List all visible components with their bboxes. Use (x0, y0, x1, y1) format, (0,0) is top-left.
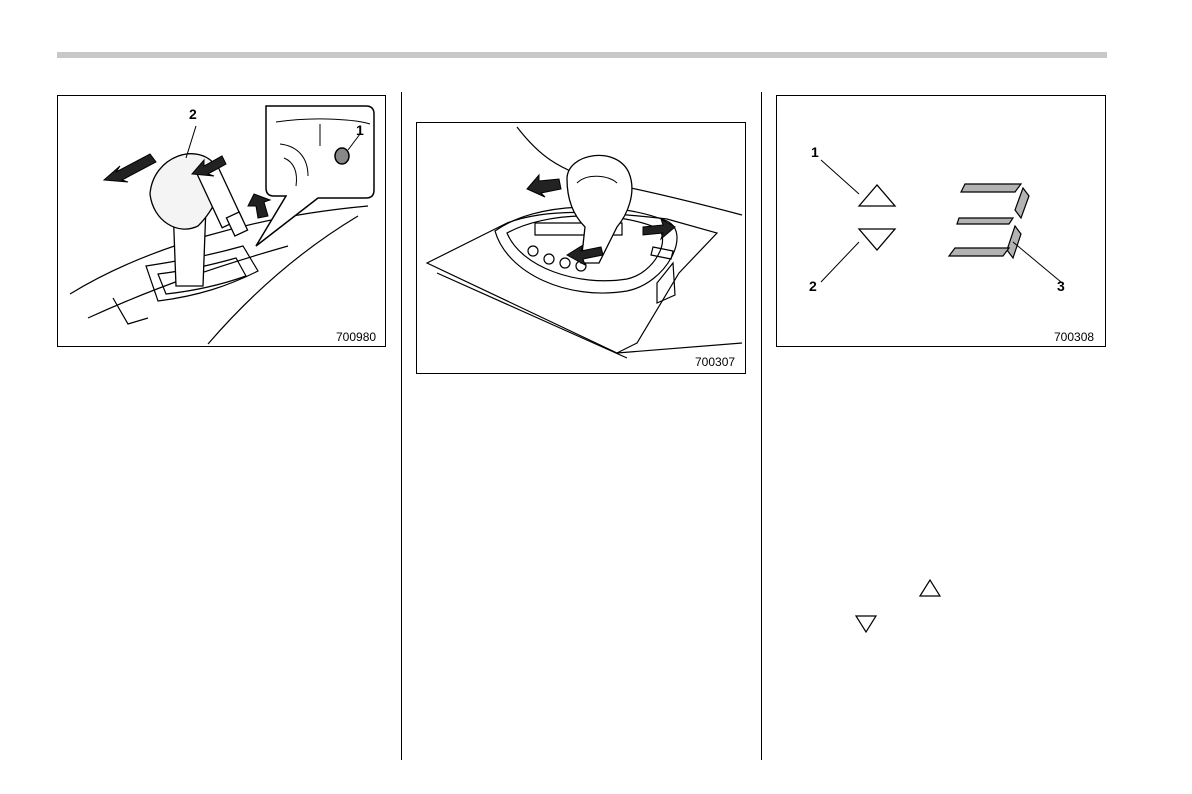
seven-segment-digit-icon (949, 184, 1029, 258)
callout-label: 2 (809, 278, 817, 294)
up-triangle-icon (859, 185, 895, 206)
down-triangle-icon (859, 229, 895, 250)
shift-lever-illustration (58, 96, 387, 348)
callout-label: 1 (356, 122, 364, 138)
figure-gear-indicator: 1 2 3 700308 (776, 95, 1106, 347)
gear-indicator-illustration (777, 96, 1107, 348)
header-rule (57, 52, 1107, 58)
figure-shift-lever-button: 1 2 700980 (57, 95, 386, 347)
up-triangle-icon (918, 578, 942, 598)
down-triangle-icon (854, 614, 878, 634)
callout-label: 1 (811, 144, 819, 160)
column-divider-right (761, 92, 762, 760)
column-divider-left (401, 92, 402, 760)
figure-shift-gate: 700307 (416, 122, 746, 374)
figure-code: 700980 (336, 330, 376, 344)
callout-label: 3 (1057, 278, 1065, 294)
figure-code: 700308 (1054, 330, 1094, 344)
callout-label: 2 (189, 106, 197, 122)
shift-gate-illustration (417, 123, 747, 375)
figure-code: 700307 (695, 355, 735, 369)
